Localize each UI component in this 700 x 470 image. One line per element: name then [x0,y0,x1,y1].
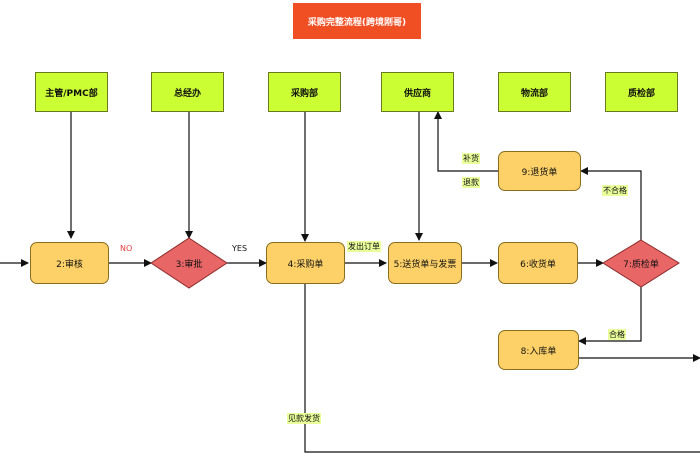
node-purchase-order: 4:采购单 [266,242,345,284]
dept-general-office: 总经办 [151,72,224,112]
edge-label-pay-on-delivery: 见款发货 [287,413,321,424]
edge-label-no: NO [120,244,133,253]
edge-label-refund: 退款 [462,177,480,188]
node-delivery-invoice: 5:送货单与发票 [388,242,462,284]
diagram-title: 采购完整流程(跨境刚哥) [293,3,421,39]
node-review: 2:审核 [30,242,109,284]
node-return-order: 9:退货单 [498,151,581,191]
inspection-diamond [602,239,680,288]
edge-label-send-order: 发出订单 [347,241,381,252]
dept-purchasing: 采购部 [268,72,341,112]
node-warehouse-in: 8:入库单 [498,330,579,370]
approve-diamond [150,237,228,289]
dept-supplier: 供应商 [381,72,454,112]
edge-label-pass: 合格 [608,329,626,340]
edge-label-replenish: 补货 [462,153,480,164]
dept-logistics: 物流部 [498,72,571,112]
dept-quality: 质检部 [605,72,678,112]
node-receipt: 6:收货单 [498,242,578,284]
dept-pmc: 主管/PMC部 [35,72,108,112]
edge-label-fail: 不合格 [602,185,628,196]
edge-label-yes: YES [232,244,248,253]
